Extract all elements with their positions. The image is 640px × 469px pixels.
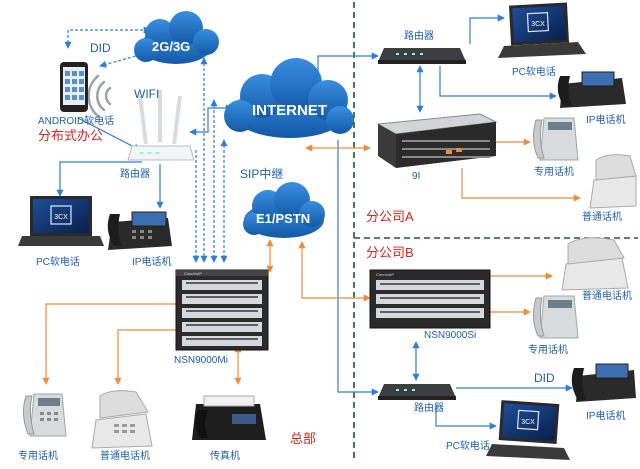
ip-phone-b-label: IP电话机 xyxy=(586,411,626,422)
ip-phone-a-icon xyxy=(557,71,626,108)
link-pstn-si xyxy=(298,241,371,302)
regular-phone-bl-label: 普通电话机 xyxy=(100,451,150,462)
cloud-2g3g-label: 2G/3G xyxy=(152,39,191,54)
wifi-router-icon xyxy=(127,90,195,161)
branch-dividers xyxy=(353,2,638,462)
cloud-pstn xyxy=(243,182,325,238)
link-router-pc xyxy=(56,161,142,197)
dedicated-phone-bl-icon xyxy=(22,393,67,437)
cloud-pstn-label: E1/PSTN xyxy=(256,211,311,226)
link-android-router xyxy=(77,117,141,151)
branch-a-label: 分公司A xyxy=(366,209,414,224)
nsn9000si-label: NSN9000Si xyxy=(424,330,477,341)
link-router-bottom-pc xyxy=(435,404,497,430)
link-internet-router-top xyxy=(314,52,379,83)
dedicated-phone-b-label: 专用话机 xyxy=(528,345,568,356)
pc-softphone-laptop-top-right: 3CX xyxy=(498,2,586,58)
link-did-mobile xyxy=(64,26,151,49)
link-internet-router-bottom xyxy=(337,140,379,396)
ip-phone-a-label: IP电话机 xyxy=(586,115,626,126)
pc-softphone-left-label: PC软电话 xyxy=(36,257,80,268)
distributed-office-label: 分布式办公 xyxy=(38,128,104,143)
dedicated-phone-a-icon xyxy=(532,117,579,161)
svg-text:CirnoVoIP: CirnoVoIP xyxy=(376,272,394,277)
pbx-9i-icon xyxy=(376,113,498,168)
link-9i-regular xyxy=(461,168,581,202)
nsn9000si-pbx-icon: CirnoVoIP xyxy=(369,269,491,329)
router-bottom-right-icon xyxy=(378,384,456,400)
android-label: ANDROID软电话 xyxy=(38,116,115,127)
ip-phone-left-label: IP电话机 xyxy=(132,257,172,268)
headquarters-label: 总部 xyxy=(290,431,317,446)
regular-phone-a-label: 普通话机 xyxy=(582,212,622,223)
branch-b-label: 分公司B xyxy=(366,245,414,260)
nsn9000mi-label: NSN9000Mi xyxy=(174,355,228,366)
regular-phone-b-icon xyxy=(561,237,629,291)
link-pbx-regular xyxy=(114,329,176,385)
pc-softphone-laptop-bottom-right: 3CX xyxy=(486,400,570,460)
regular-phone-bl-icon xyxy=(91,390,153,449)
svg-text:3CX: 3CX xyxy=(54,214,68,221)
svg-text:3CX: 3CX xyxy=(531,21,545,28)
ip-phone-left-icon xyxy=(107,211,172,250)
did-bottom-label: DID xyxy=(534,371,555,385)
did-top-label: DID xyxy=(90,41,111,55)
blue-links xyxy=(56,14,573,430)
link-router-top-pc xyxy=(469,14,505,44)
svg-text:3CX: 3CX xyxy=(521,419,535,426)
pc-softphone-top-right-label: PC软电话 xyxy=(512,67,556,78)
wifi-label: WIFI xyxy=(134,87,160,101)
router-left-label: 路由器 xyxy=(120,169,150,180)
pbx-9i-label: 9I xyxy=(412,171,421,182)
wifi-signal-icon xyxy=(87,74,112,118)
pc-softphone-bottom-right-label: PC软电话 xyxy=(446,441,490,452)
dedicated-phone-a-label: 专用话机 xyxy=(534,167,574,178)
dedicated-phone-bl-label: 专用话机 xyxy=(18,451,58,462)
fax-label: 传真机 xyxy=(210,451,240,462)
android-phone-icon xyxy=(60,62,88,112)
regular-phone-a-icon xyxy=(589,154,637,209)
svg-text:CirnoVoIP: CirnoVoIP xyxy=(184,271,202,276)
dedicated-phone-b-icon xyxy=(532,295,579,339)
cloud-internet-label: INTERNET xyxy=(252,102,327,119)
orange-links xyxy=(42,138,581,385)
link-router-internet xyxy=(189,104,233,136)
ip-phone-b-icon xyxy=(571,363,636,402)
regular-phone-b-label: 普通电话机 xyxy=(582,291,632,302)
router-top-right-icon xyxy=(378,48,466,64)
router-bottom-right-label: 路由器 xyxy=(414,403,444,414)
link-router-top-ipphone xyxy=(439,66,557,100)
pc-softphone-laptop-left: 3CX xyxy=(18,196,104,246)
fax-machine-icon xyxy=(192,395,266,440)
cloud-2g3g xyxy=(134,11,219,64)
nsn9000mi-pbx-icon: CirnoVoIP xyxy=(175,269,269,351)
link-pbx-dedicated xyxy=(42,303,176,385)
link-mobile-android xyxy=(99,50,151,68)
cloud-internet xyxy=(224,58,354,138)
router-top-right-label: 路由器 xyxy=(404,31,434,42)
sip-trunk-label: SIP中继 xyxy=(240,167,284,181)
